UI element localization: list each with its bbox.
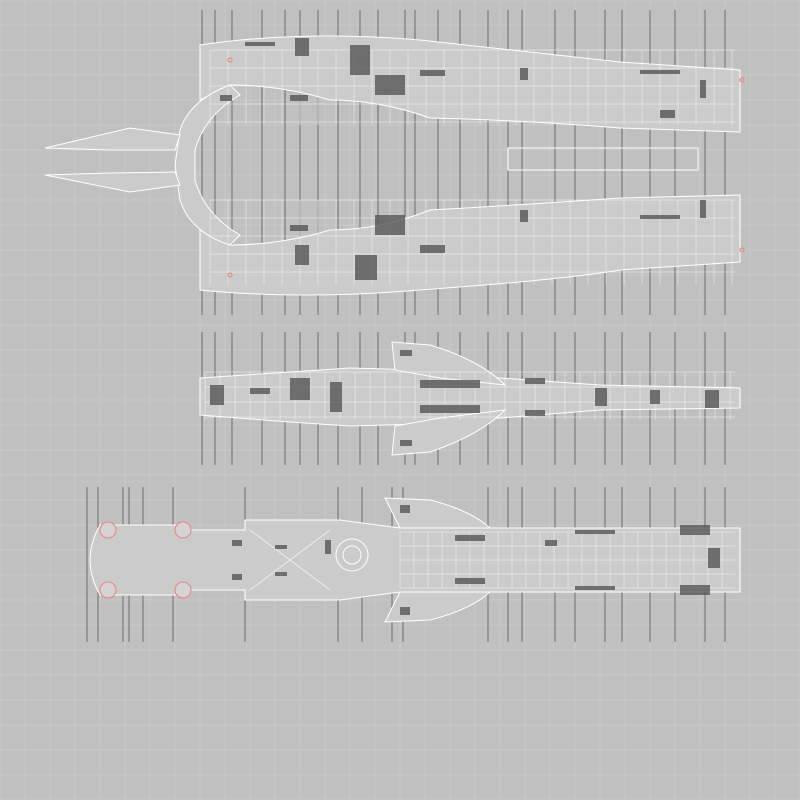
upper-fin bbox=[391, 341, 507, 386]
detail-block bbox=[232, 574, 242, 580]
lower-prong bbox=[44, 171, 181, 193]
detail-block bbox=[330, 382, 342, 412]
detail-block bbox=[232, 540, 242, 546]
detail-block bbox=[575, 586, 615, 590]
upper-hull bbox=[199, 35, 741, 133]
brace-line bbox=[249, 529, 331, 591]
detail-block bbox=[455, 578, 485, 584]
turret-ring bbox=[342, 545, 362, 565]
detail-block bbox=[680, 585, 710, 595]
marker bbox=[227, 272, 233, 278]
middle-view bbox=[199, 341, 741, 456]
detail-block bbox=[220, 95, 232, 101]
detail-block bbox=[700, 80, 706, 98]
detail-block bbox=[595, 388, 607, 406]
detail-block bbox=[640, 215, 680, 219]
detail-block bbox=[400, 350, 412, 356]
detail-block bbox=[420, 245, 445, 253]
lower-fin bbox=[391, 409, 507, 456]
detail-block bbox=[705, 390, 719, 408]
lower-hull bbox=[199, 194, 741, 296]
marker bbox=[227, 57, 233, 63]
engine-pod bbox=[99, 521, 117, 539]
detail-block bbox=[640, 70, 680, 74]
detail-block bbox=[245, 42, 275, 46]
engine-pod bbox=[99, 581, 117, 599]
detail-block bbox=[455, 535, 485, 541]
detail-block bbox=[545, 540, 557, 546]
detail-block bbox=[375, 215, 405, 235]
fork-yoke bbox=[174, 84, 241, 246]
marker bbox=[739, 247, 745, 253]
detail-block bbox=[420, 405, 480, 413]
turret bbox=[335, 538, 369, 572]
detail-block bbox=[708, 548, 720, 568]
detail-block bbox=[400, 440, 412, 446]
lower-wing bbox=[384, 591, 492, 623]
detail-block bbox=[355, 255, 377, 280]
top-view bbox=[44, 35, 745, 296]
detail-block bbox=[290, 95, 308, 101]
detail-block bbox=[525, 410, 545, 416]
upper-prong bbox=[44, 127, 181, 151]
bottom-view bbox=[89, 497, 741, 623]
detail-block bbox=[520, 68, 528, 80]
engine-pod bbox=[174, 521, 192, 539]
detail-block bbox=[275, 572, 287, 576]
detail-block bbox=[525, 378, 545, 384]
detail-block bbox=[660, 110, 675, 118]
detail-block bbox=[350, 45, 370, 75]
detail-block bbox=[290, 225, 308, 231]
marker bbox=[739, 77, 745, 83]
detail-block bbox=[400, 607, 410, 615]
engine-pod bbox=[174, 581, 192, 599]
detail-block bbox=[420, 70, 445, 76]
detail-block bbox=[700, 200, 706, 218]
detail-block bbox=[375, 75, 405, 95]
detail-block bbox=[210, 385, 224, 405]
detail-block bbox=[290, 378, 310, 400]
detail-block bbox=[420, 380, 480, 388]
detail-block bbox=[650, 390, 660, 404]
detail-block bbox=[520, 210, 528, 222]
connector-frame bbox=[507, 147, 699, 171]
detail-block bbox=[250, 388, 270, 394]
upper-wing bbox=[384, 497, 492, 529]
detail-block bbox=[575, 530, 615, 534]
detail-block bbox=[295, 38, 309, 56]
detail-block bbox=[295, 245, 309, 265]
detail-block bbox=[275, 545, 287, 549]
detail-block bbox=[400, 505, 410, 513]
detail-block bbox=[325, 540, 331, 554]
detail-block bbox=[680, 525, 710, 535]
